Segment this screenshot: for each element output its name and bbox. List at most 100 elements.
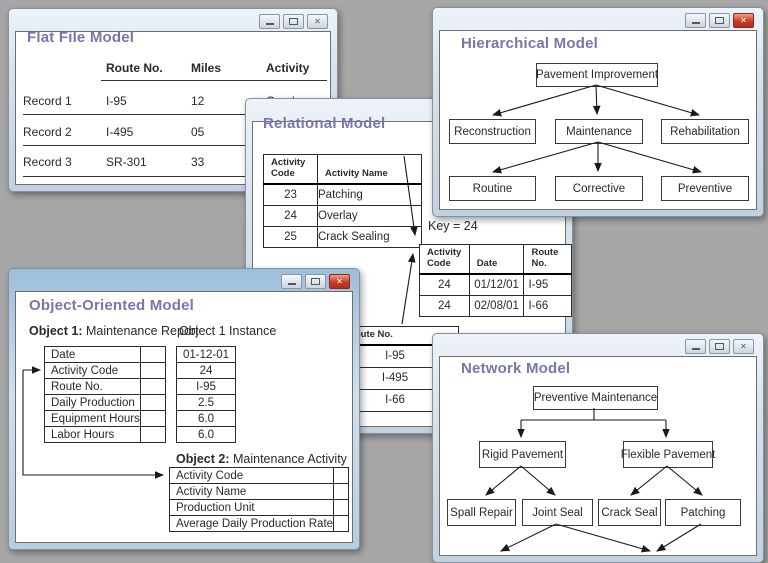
table-cell: Crack Sealing <box>317 225 422 248</box>
key-records-table: Activity Code Date Route No. 24 01/12/01… <box>419 243 572 317</box>
row-divider <box>23 145 327 147</box>
close-icon: ✕ <box>336 276 343 286</box>
record-label: Record 3 <box>23 155 72 169</box>
minimize-button[interactable] <box>259 14 280 29</box>
field-cell: Production Unit <box>168 499 335 516</box>
minimize-button[interactable] <box>281 274 302 289</box>
row-divider <box>23 114 327 116</box>
table-cell: I-66 <box>523 294 572 317</box>
object1-instance-label: Object 1 Instance <box>179 324 277 338</box>
table-cell: Patching <box>317 183 422 206</box>
cell-miles: 05 <box>191 125 205 139</box>
diagram-node: Rehabilitation <box>661 119 749 144</box>
diagram-node: Corrective <box>555 176 643 201</box>
minimize-button[interactable] <box>685 339 706 354</box>
table-cell: 24 <box>419 273 470 296</box>
maximize-icon <box>311 278 320 285</box>
page-title: Hierarchical Model <box>461 35 598 52</box>
column-header: Date <box>468 243 525 275</box>
blank-cell <box>139 378 166 395</box>
window-controls: ✕ <box>685 13 754 28</box>
object2-name: Maintenance Activity <box>232 452 347 466</box>
blank-cell <box>139 346 166 363</box>
maximize-button[interactable] <box>709 339 730 354</box>
cell-route: SR-301 <box>106 155 147 169</box>
blank-cell <box>333 515 350 532</box>
page-title: Relational Model <box>263 115 386 132</box>
close-button[interactable]: ✕ <box>733 13 754 28</box>
value-cell: I-95 <box>176 378 236 395</box>
maximize-button[interactable] <box>709 13 730 28</box>
window-controls: ✕ <box>281 274 350 289</box>
diagram-node-root: Pavement Improvement <box>536 63 658 87</box>
table-cell: 24 <box>419 294 470 317</box>
blank-cell <box>333 467 350 484</box>
minimize-icon <box>265 23 274 25</box>
maximize-icon <box>715 17 724 24</box>
page-title: Object-Oriented Model <box>29 297 195 314</box>
value-cell: 01-12-01 <box>176 346 236 363</box>
object2-label-bold: Object 2: <box>176 452 230 466</box>
minimize-icon <box>691 22 700 24</box>
page-title: Flat File Model <box>27 29 135 46</box>
object2-table: Activity Code Activity Name Production U… <box>168 467 350 532</box>
minimize-button[interactable] <box>685 13 706 28</box>
diagram-node: Reconstruction <box>449 119 536 144</box>
object1-instance-table: 01-12-01 24 I-95 2.5 6.0 6.0 <box>176 346 236 443</box>
object1-label: Object 1: Maintenance Report <box>29 324 199 338</box>
table-cell: 24 <box>263 204 318 227</box>
diagram-node: Preventive <box>661 176 749 201</box>
diagram-node-root: Preventive Maintenance <box>533 386 658 410</box>
table-cell: 25 <box>263 225 318 248</box>
object2-label: Object 2: Maintenance Activity <box>176 452 347 466</box>
cell-route: I-495 <box>106 125 134 139</box>
maximize-icon <box>289 18 298 25</box>
diagram-node: Flexible Pavement <box>621 441 715 468</box>
key-label: Key = 24 <box>428 219 478 233</box>
blank-cell <box>139 410 166 427</box>
diagram-node: Routine <box>449 176 536 201</box>
field-cell: Activity Name <box>168 483 335 500</box>
column-header: Activity Code <box>263 153 318 185</box>
field-cell: Route No. <box>44 378 141 395</box>
header-underline <box>101 80 327 82</box>
field-cell: Equipment Hours <box>44 410 141 427</box>
column-header-route: Route No. <box>106 61 163 75</box>
cell-miles: 12 <box>191 94 205 108</box>
object1-table: Date Activity Code Route No. Daily Produ… <box>44 346 166 443</box>
maximize-button[interactable] <box>283 14 304 29</box>
table-cell: I-95 <box>523 273 572 296</box>
close-icon: ✕ <box>740 15 747 25</box>
minimize-icon <box>691 348 700 350</box>
close-button[interactable]: ✕ <box>733 339 754 354</box>
column-header: Route No. <box>523 243 572 275</box>
diagram-node: Rigid Pavement <box>479 441 566 468</box>
close-icon: ✕ <box>314 16 321 26</box>
diagram-node: Spall Repair <box>447 499 516 526</box>
cell-route: I-95 <box>106 94 127 108</box>
close-button[interactable]: ✕ <box>329 274 350 289</box>
blank-cell <box>139 394 166 411</box>
window-object-oriented-model: ✕ Object-Oriented Model Object 1: Mainte… <box>8 268 360 550</box>
blank-cell <box>333 483 350 500</box>
cell-miles: 33 <box>191 155 205 169</box>
close-icon: ✕ <box>740 341 747 351</box>
column-header-miles: Miles <box>191 61 222 75</box>
table-cell: 01/12/01 <box>468 273 525 296</box>
field-cell: Activity Code <box>44 362 141 379</box>
window-hierarchical-model: ✕ Hierarchical Model Pavement Improvemen… <box>432 7 764 217</box>
column-header-activity: Activity <box>266 61 310 75</box>
close-button[interactable]: ✕ <box>307 14 328 29</box>
object1-label-bold: Object 1: <box>29 324 83 338</box>
table-cell: 02/08/01 <box>468 294 525 317</box>
record-label: Record 1 <box>23 94 72 108</box>
maximize-icon <box>715 343 724 350</box>
maximize-button[interactable] <box>305 274 326 289</box>
blank-cell <box>333 499 350 516</box>
blank-cell <box>139 362 166 379</box>
value-cell: 6.0 <box>176 410 236 427</box>
field-cell: Daily Production <box>44 394 141 411</box>
window-controls: ✕ <box>259 14 328 29</box>
object1-name: Maintenance Report <box>85 324 199 338</box>
field-cell: Activity Code <box>168 467 335 484</box>
